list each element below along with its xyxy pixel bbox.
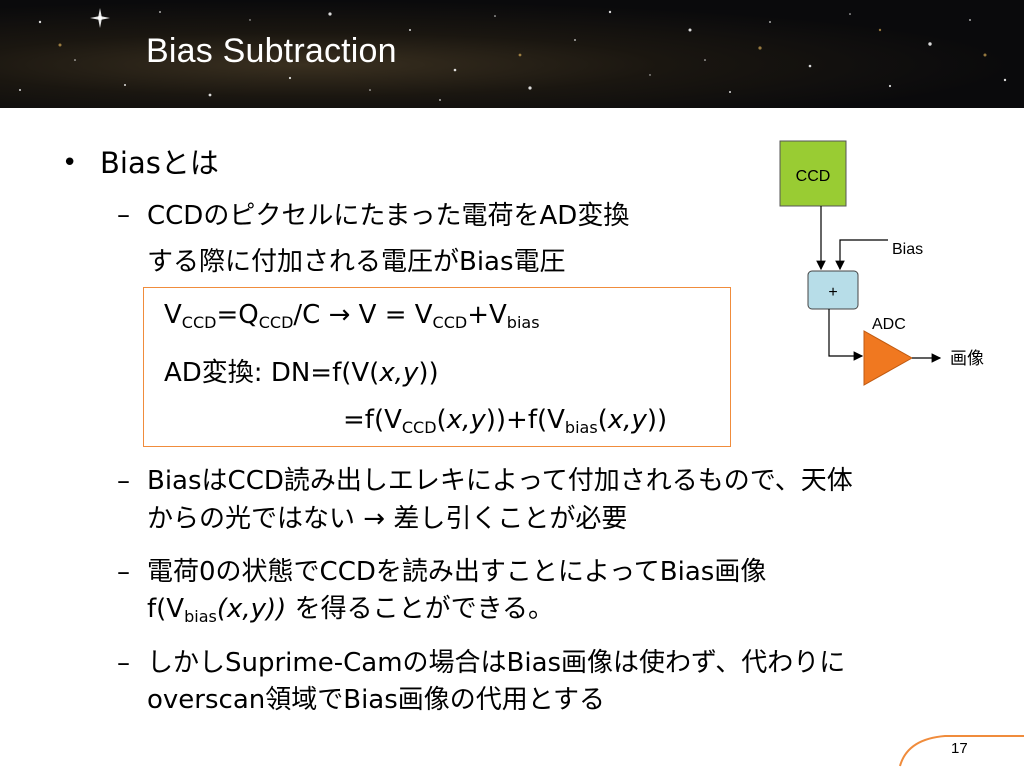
subscript: CCD — [432, 313, 468, 332]
ccd-box — [779, 140, 847, 207]
sub-bullet-2-text-a: からの光ではない — [147, 504, 356, 534]
main-bullet-text: Biasとは — [100, 146, 219, 180]
sub-bullet-2-line-2: からの光ではない → 差し引くことが必要 — [147, 502, 627, 536]
slide-title: Bias Subtraction — [146, 32, 397, 70]
formula-box — [143, 287, 731, 447]
dash-marker: – — [117, 648, 130, 678]
bias-label: Bias — [892, 241, 923, 258]
formula-text: =Q — [216, 300, 259, 330]
formula-variable: x,y — [379, 358, 419, 388]
adder-to-adc-arrow — [828, 309, 864, 361]
bullet-marker: • — [62, 148, 78, 178]
subscript: CCD — [401, 418, 437, 437]
subscript: bias — [506, 313, 540, 332]
formula-text: AD変換: DN=f(V( — [164, 358, 380, 388]
formula-line-2: AD変換: DN=f(V(x,y)) — [164, 352, 439, 389]
adc-triangle — [863, 330, 914, 386]
arrow-icon: → — [363, 504, 386, 534]
page-number: 17 — [951, 740, 968, 757]
header-starfield: Bias Subtraction — [0, 0, 1024, 108]
page-number-decoration — [899, 735, 1024, 767]
formula-line-1: VCCD=QCCD/C → V = VCCD+Vbias — [164, 300, 540, 332]
sub-bullet-3-line-2: f(Vbias(x,y)) を得ることができる。 — [147, 592, 554, 626]
formula-variable: (x,y)) — [216, 594, 287, 624]
sub-bullet-1-line-2: する際に付加される電圧がBias電圧 — [147, 247, 566, 277]
adc-label: ADC — [872, 316, 906, 333]
formula-text: +V — [467, 300, 507, 330]
dash-marker: – — [117, 466, 130, 496]
adder-box — [807, 270, 859, 310]
formula-text: )) — [646, 405, 668, 435]
dash-marker: – — [117, 200, 130, 230]
formula-text: ( — [597, 405, 608, 435]
bias-arrow — [835, 239, 888, 271]
subscript: CCD — [181, 313, 217, 332]
subscript: bias — [564, 418, 598, 437]
sub-bullet-1-line-1: CCDのピクセルにたまった電荷をAD変換 — [147, 201, 630, 231]
arrow-icon: → — [328, 300, 351, 330]
formula-variable: x,y — [446, 405, 486, 435]
adder-label: + — [828, 284, 837, 301]
formula-text: =f(V — [343, 405, 402, 435]
sub-bullet-3-text: を得ることができる。 — [286, 594, 555, 624]
sub-bullet-2-line-1: BiasはCCD読み出しエレキによって付加されるもので、天体 — [147, 466, 853, 496]
formula-text: V — [164, 300, 182, 330]
formula-text: /C — [293, 300, 321, 330]
output-label: 画像 — [950, 349, 984, 369]
subscript: CCD — [258, 313, 294, 332]
bias-block-diagram: CCD Bias + ADC 画像 — [779, 140, 984, 386]
formula-text: f(V — [147, 594, 185, 624]
sub-bullet-4-line-1: しかしSuprime-Camの場合はBias画像は使わず、代わりに — [147, 648, 846, 678]
formula-text: ))+f(V — [485, 405, 565, 435]
ccd-label: CCD — [796, 168, 831, 185]
subscript: bias — [184, 607, 217, 626]
sub-bullet-3-line-1: 電荷0の状態でCCDを読み出すことによってBias画像 — [147, 557, 767, 587]
formula-text: V = V — [350, 300, 433, 330]
dash-marker: – — [117, 557, 130, 587]
sub-bullet-2-text-b: 差し引くことが必要 — [393, 504, 628, 534]
formula-variable: x,y — [607, 405, 647, 435]
sub-bullet-4-line-2: overscan領域でBias画像の代用とする — [147, 685, 605, 715]
formula-line-3: =f(VCCD(x,y))+f(Vbias(x,y)) — [343, 405, 668, 437]
starfield-image — [19, 8, 1007, 101]
formula-text: )) — [418, 358, 439, 388]
formula-text: ( — [436, 405, 447, 435]
